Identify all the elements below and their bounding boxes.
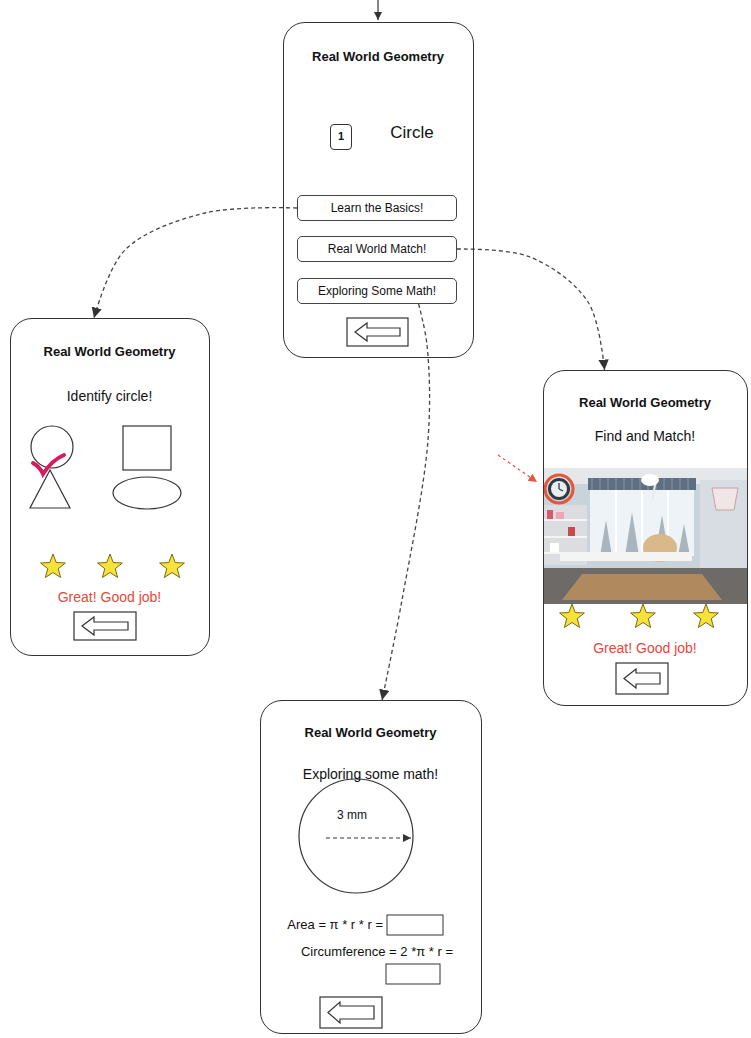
menu-button: Learn the Basics! [297, 195, 457, 221]
feedback-text: Great! Good job! [544, 640, 746, 657]
button-label: Real World Match! [328, 242, 426, 256]
window-view [590, 484, 694, 556]
back-button [616, 663, 668, 694]
shelf-item [556, 512, 564, 519]
back-arrow-icon [355, 323, 400, 341]
screen-title: Real World Geometry [11, 344, 208, 360]
highlight-ring [545, 475, 573, 503]
back-arrow-icon [328, 1002, 374, 1023]
triangle-shape [30, 470, 70, 508]
photo-background [543, 468, 748, 604]
shelf-item [568, 527, 575, 536]
flow-connector [94, 208, 297, 318]
math-circle [299, 779, 413, 893]
window-frame [615, 484, 617, 556]
back-button [320, 997, 382, 1028]
shelf-boards [543, 520, 587, 553]
wall-hanging [712, 488, 738, 510]
star-icon [560, 604, 585, 628]
dimension-label: 3 mm [329, 808, 375, 822]
screen-title: Real World Geometry [284, 49, 472, 65]
menu-button: Real World Match! [297, 236, 457, 262]
lamp-shade [641, 474, 659, 486]
shape-name: Circle [372, 123, 452, 143]
window-frame [641, 484, 643, 556]
check-mark [33, 455, 64, 474]
phone-screen: Real World GeometryIdentify circle! Great… [10, 318, 210, 656]
shelf-item [547, 510, 553, 519]
feedback-text: Great! Good job! [11, 589, 208, 606]
button-label: Learn the Basics! [331, 201, 424, 215]
radius-arrow [326, 837, 411, 838]
floor [543, 568, 748, 604]
clock [548, 478, 570, 500]
back-arrow-icon [82, 617, 128, 635]
flow-connector [382, 304, 429, 700]
table-top [560, 552, 692, 561]
button-label: Exploring Some Math! [318, 284, 436, 298]
room-photo [543, 468, 748, 604]
instruction-text: Identify circle! [11, 388, 208, 405]
instruction-text: Find and Match! [544, 428, 746, 445]
level-box: 1 [330, 124, 352, 150]
clock-face [551, 481, 567, 497]
answer-input [386, 964, 440, 984]
star-icon [98, 554, 123, 578]
ellipse-shape [113, 477, 181, 509]
pointer-arrow [498, 455, 537, 482]
phone-screen: 1Learn the Basics! Real World Match! Explo… [283, 22, 474, 358]
shelf-item [550, 543, 559, 552]
wooden-desk [562, 574, 722, 600]
square-shape [123, 426, 171, 470]
back-button [347, 318, 408, 346]
incoming-arrow [377, 0, 378, 20]
back-arrow-icon [624, 669, 660, 688]
level-number: 1 [338, 130, 344, 143]
back-button [74, 612, 136, 640]
phone-screen: Real World GeometryExploring some math! A… [260, 700, 482, 1034]
blind-stripes [592, 478, 688, 490]
clock-hands [559, 483, 563, 491]
screen-title: Real World Geometry [261, 725, 480, 741]
menu-button: Exploring Some Math! [297, 278, 457, 304]
right-wall [700, 480, 748, 572]
formula-text: Area = π * r * r = [269, 917, 383, 933]
star-icon [160, 554, 185, 578]
star-icon [41, 554, 66, 578]
flow-connector [457, 249, 605, 370]
star-icon [694, 604, 719, 628]
formula-text: Circumference = 2 *π * r = [277, 944, 477, 960]
answer-input [387, 915, 443, 935]
screen-title: Real World Geometry [544, 395, 746, 411]
instruction-text: Exploring some math! [261, 766, 480, 783]
phone-screen: Real World GeometryFind and Match! Great!… [543, 370, 748, 706]
star-icon [631, 604, 656, 628]
